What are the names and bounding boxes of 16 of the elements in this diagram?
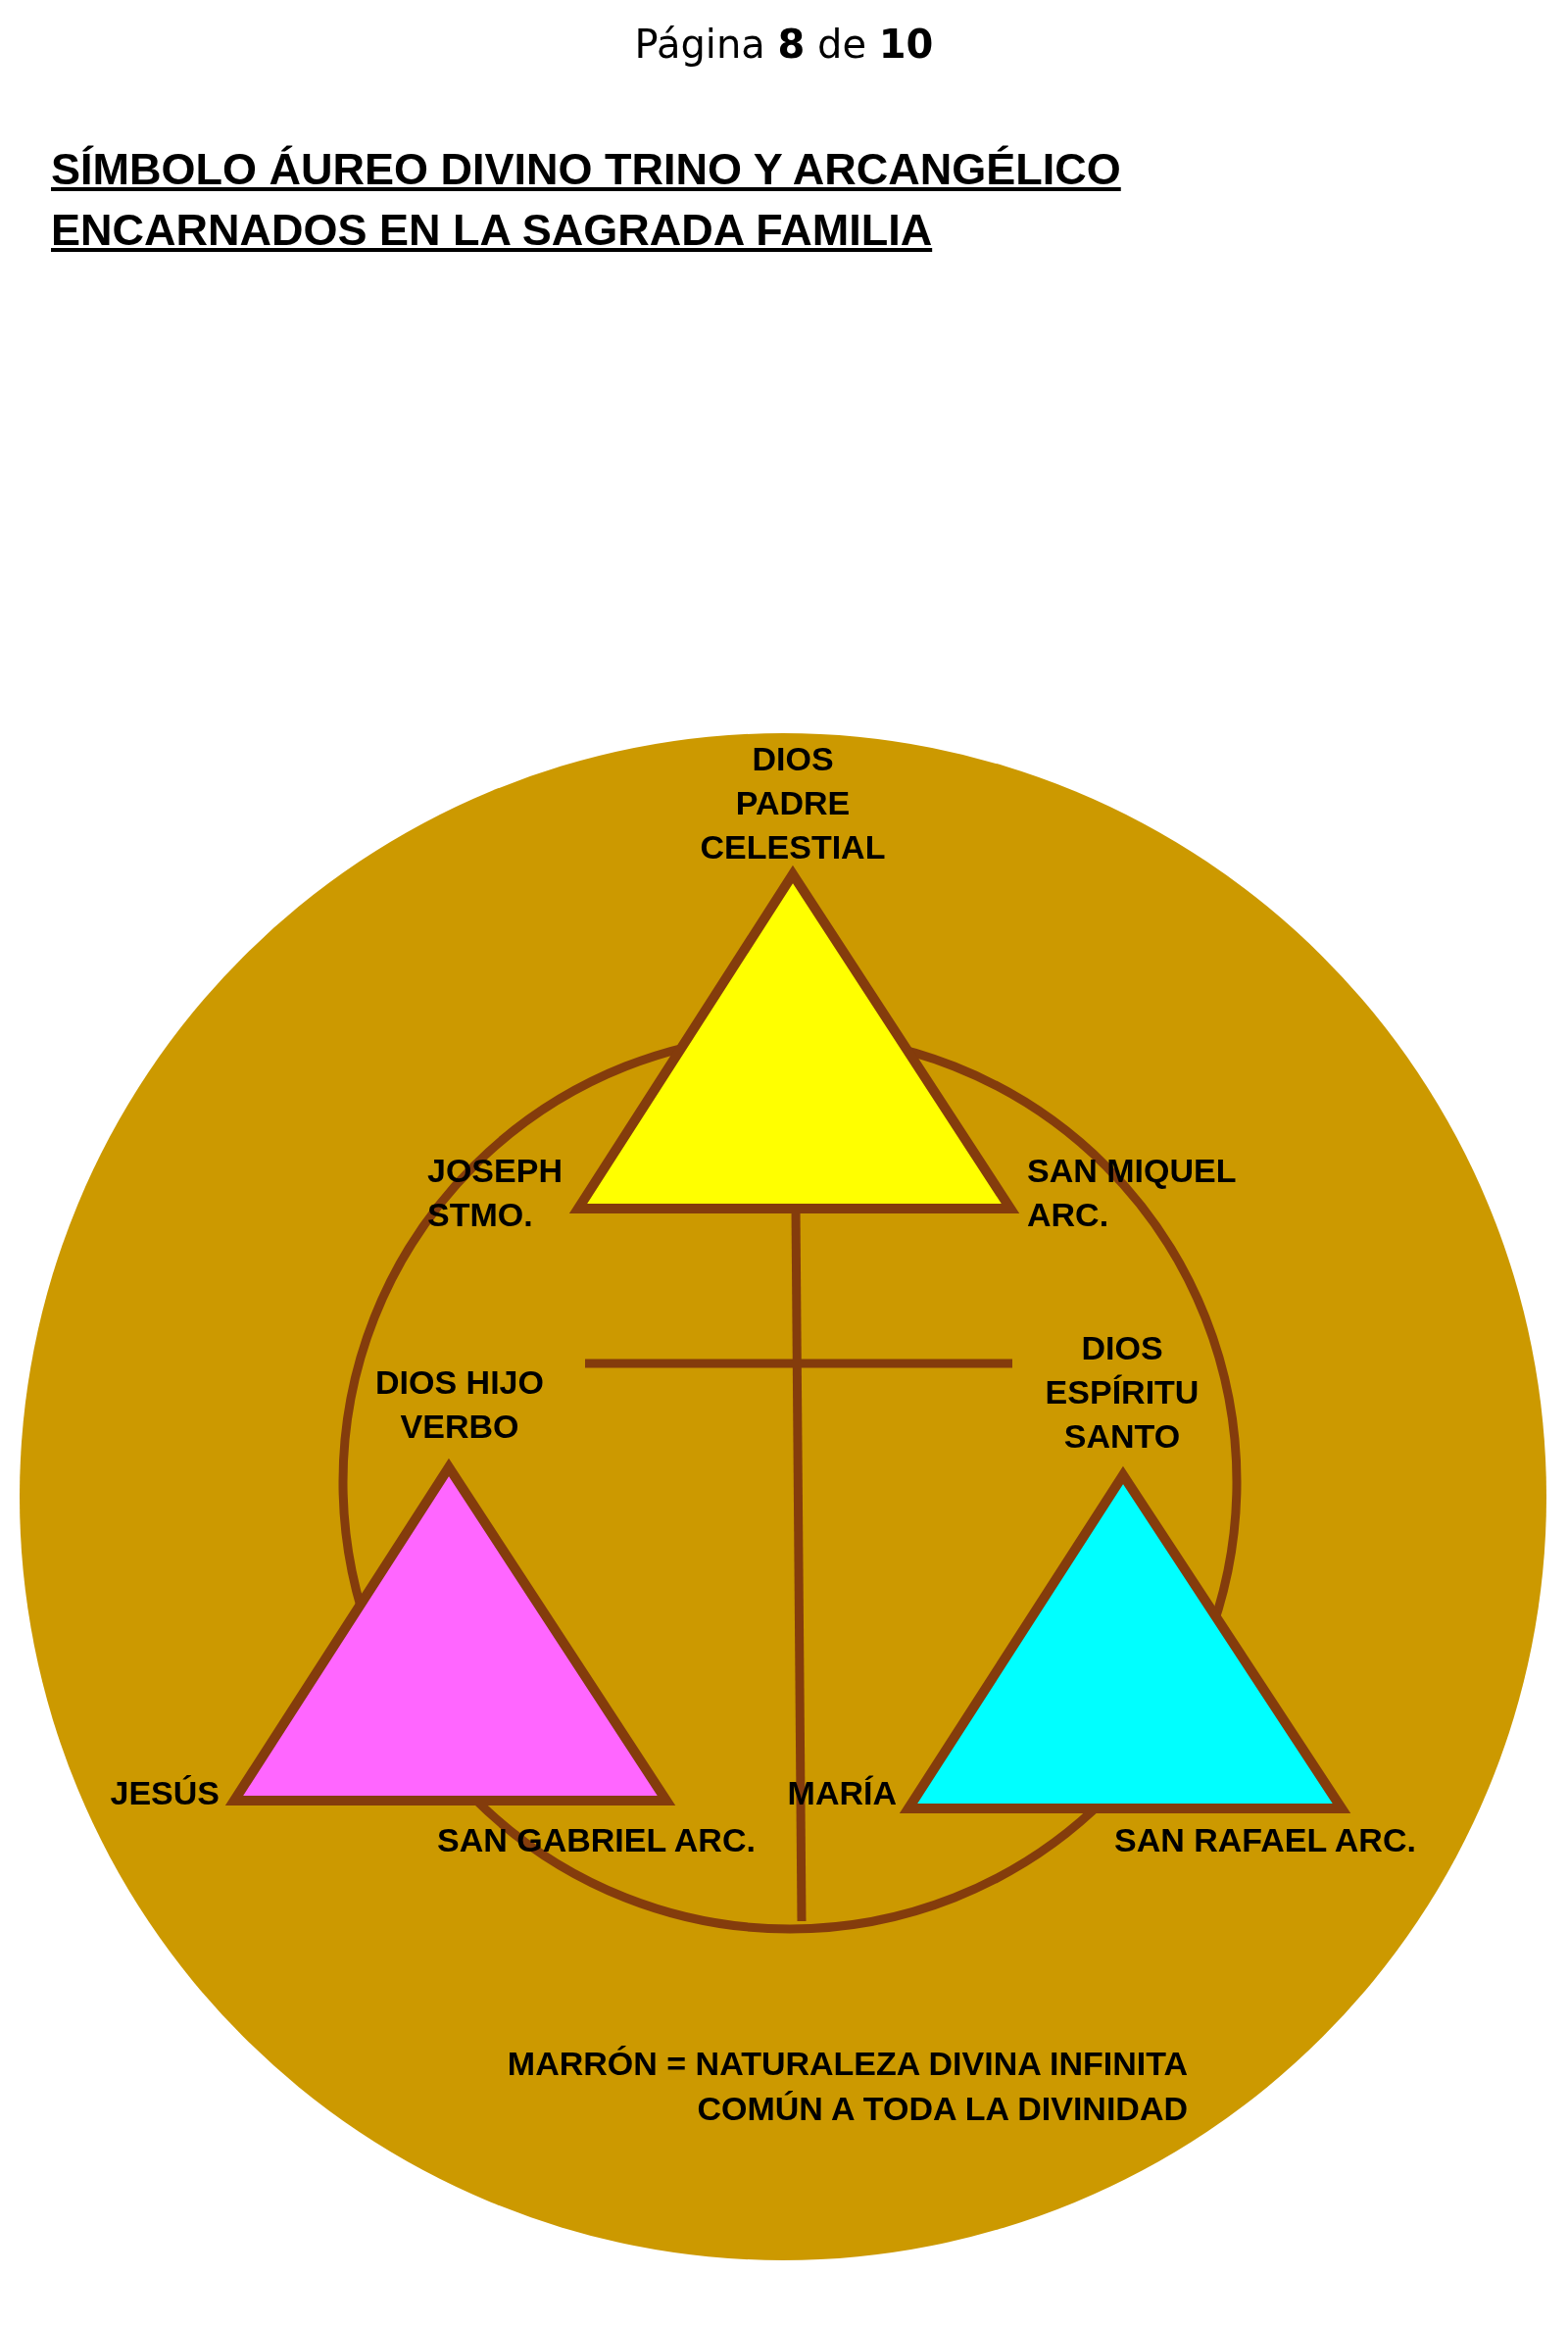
figure-label: DIOS HIJO VERBO — [374, 1362, 545, 1447]
triangle — [570, 865, 1018, 1216]
figure-label: SAN MIQUEL ARC. — [1027, 1151, 1237, 1235]
golden-disc — [20, 733, 1546, 2260]
figure-label: MARÍA — [787, 1773, 897, 1813]
figure-label: DIOS ESPÍRITU SANTO — [1044, 1328, 1200, 1457]
triangle — [226, 1458, 674, 1808]
figure-label: DIOS PADRE CELESTIAL — [699, 739, 887, 867]
figure-label: SAN RAFAEL ARC. — [1114, 1820, 1416, 1860]
note: MARRÓN = NATURALEZA DIVINA INFINITA COMÚN A TODA LA DIVINIDAD — [506, 2044, 1188, 2129]
figure-label: JOSEPH STMO. — [427, 1151, 564, 1235]
figure-label: SAN GABRIEL ARC. — [437, 1820, 756, 1860]
page-number: Página 8 de 10 — [633, 22, 935, 67]
figure-label: JESÚS — [110, 1773, 220, 1813]
triangle — [901, 1465, 1349, 1816]
title: SÍMBOLO ÁUREO DIVINO TRINO Y ARCANGÉLICO ENCARNADOS EN LA SAGRADA FAMILIA — [51, 143, 1122, 257]
